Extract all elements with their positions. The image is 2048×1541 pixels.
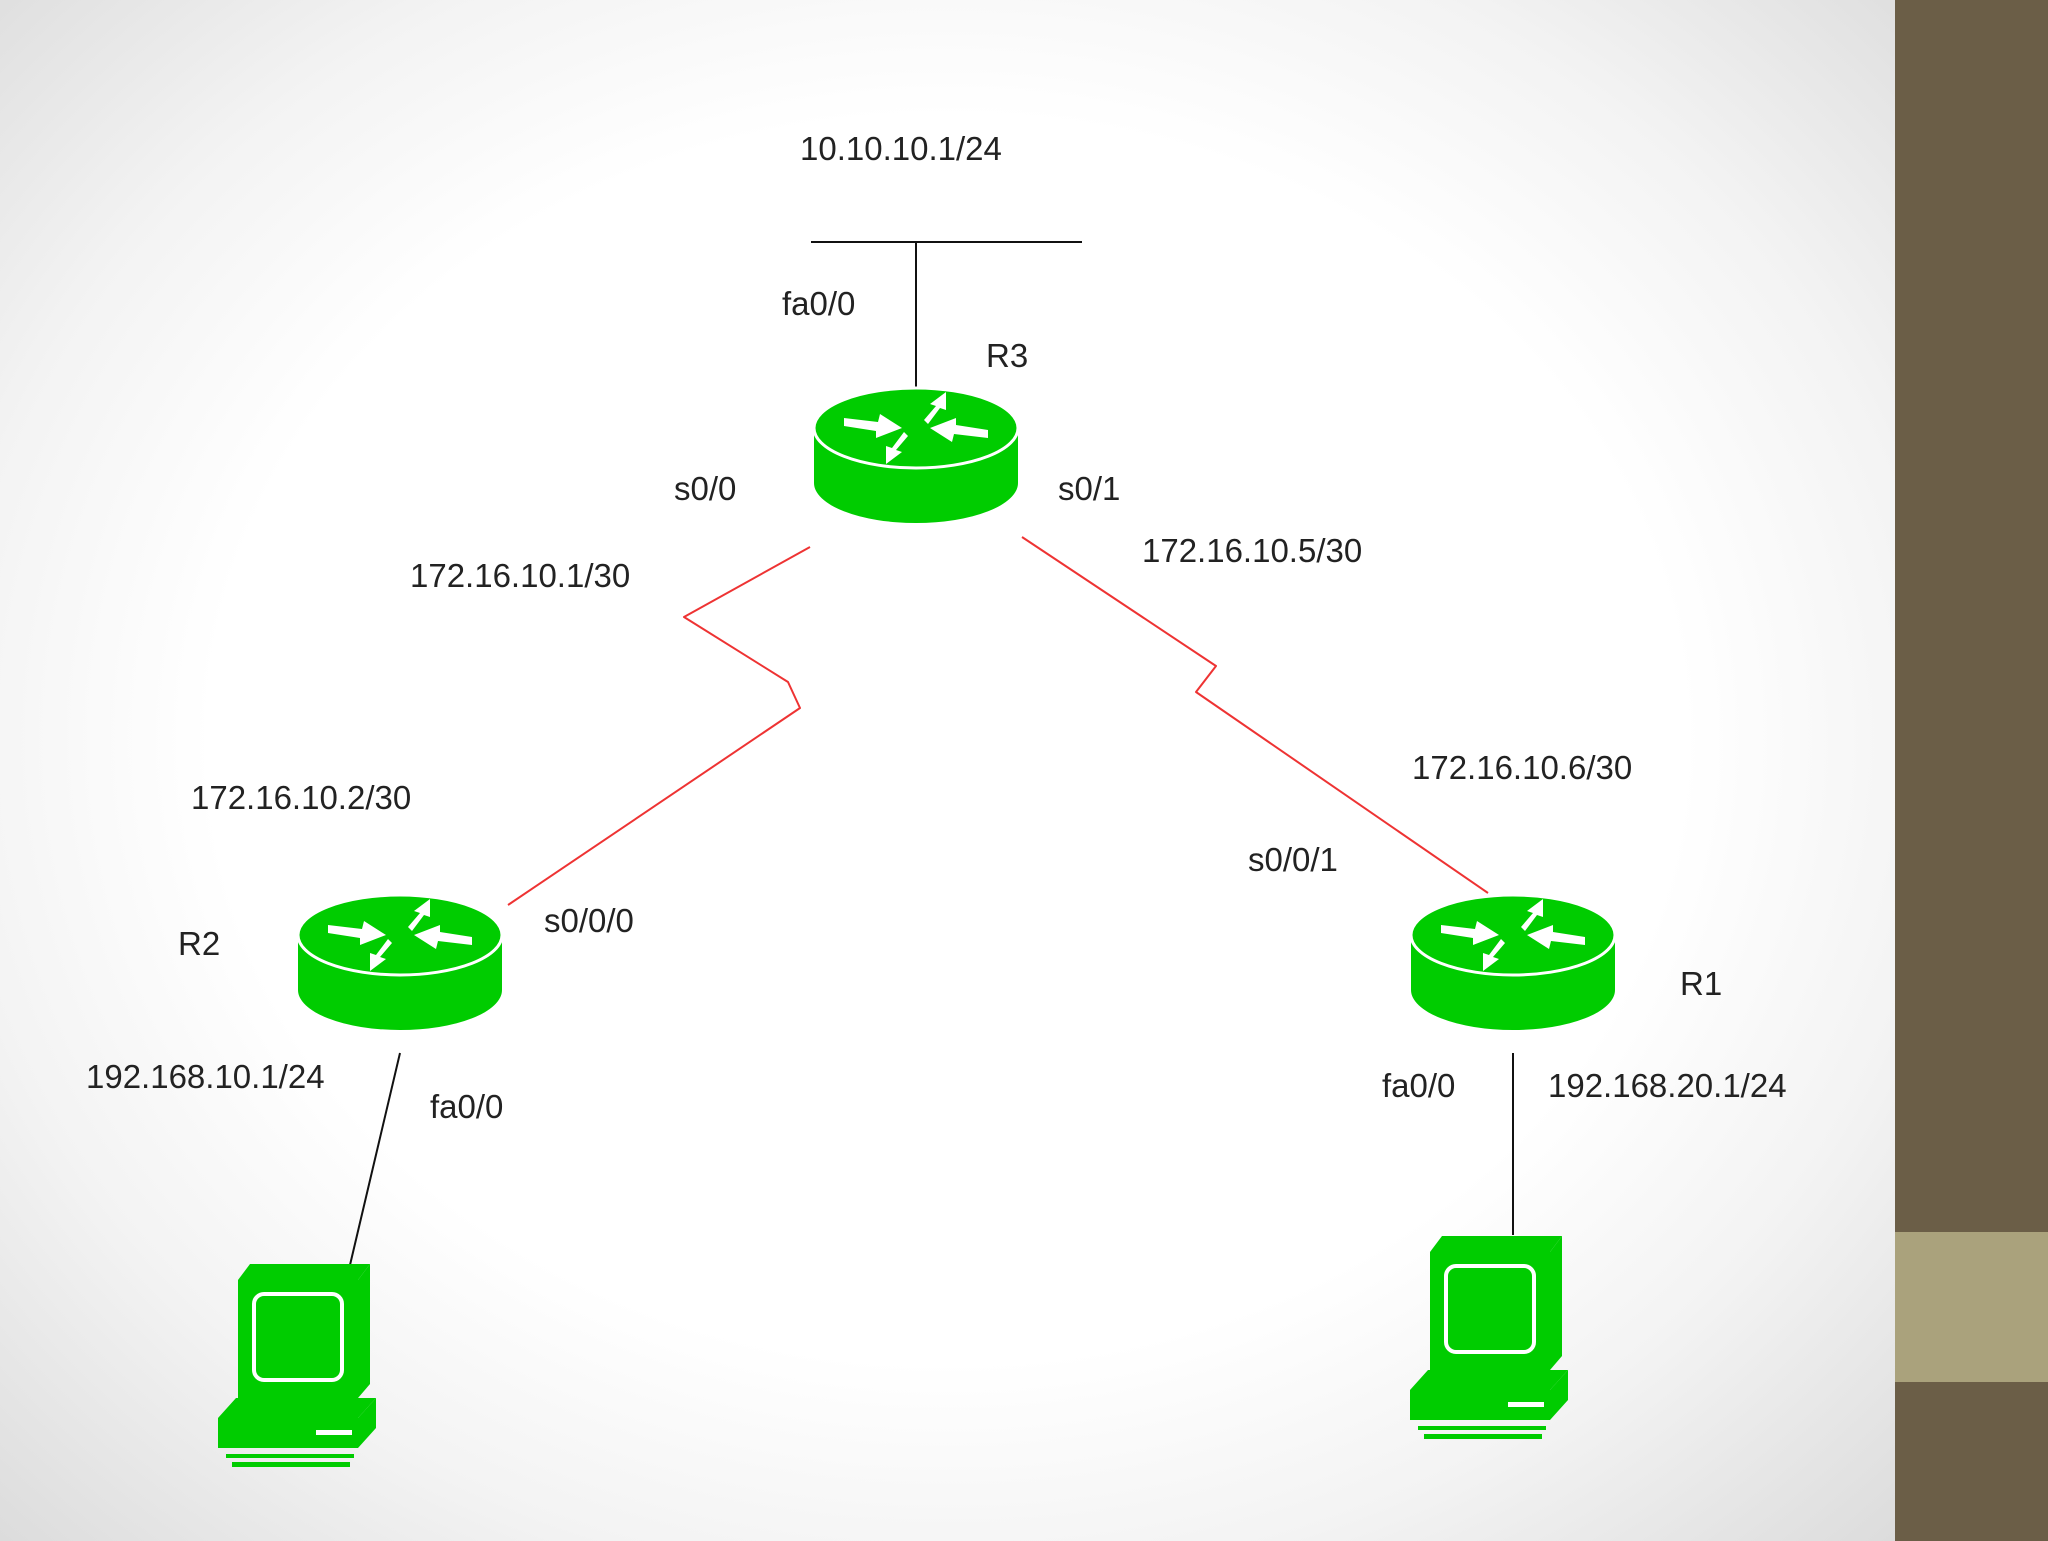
sidebar-accent-bar — [1895, 1232, 2048, 1382]
router-icon — [1409, 893, 1617, 1032]
r2-serial-ip-label: 172.16.10.2/30 — [191, 779, 411, 816]
router-icon — [812, 386, 1020, 525]
r1-fa-label: fa0/0 — [1382, 1067, 1455, 1104]
r2-serial-if-label: s0/0/0 — [544, 902, 634, 939]
router-icon — [296, 893, 504, 1032]
r3-s01-ip-label: 172.16.10.5/30 — [1142, 532, 1362, 569]
r3-s00-ip-label: 172.16.10.1/30 — [410, 557, 630, 594]
pc-left[interactable] — [216, 1262, 378, 1469]
r2-fa-label: fa0/0 — [430, 1088, 503, 1125]
router-r1[interactable] — [1409, 893, 1617, 1032]
serial-link-r3-r2 — [507, 546, 811, 906]
pc-icon — [216, 1262, 378, 1469]
pc-right[interactable] — [1408, 1234, 1570, 1441]
slide-canvas: 10.10.10.1/24 fa0/0 R3 s0/0 s0/1 172.16.… — [0, 0, 1895, 1541]
r1-serial-if-label: s0/0/1 — [1248, 841, 1338, 878]
r2-name: R2 — [178, 925, 220, 962]
r2-lan-ip-label: 192.168.10.1/24 — [86, 1058, 325, 1095]
r1-lan-ip-label: 192.168.20.1/24 — [1548, 1067, 1787, 1104]
lan-ip-label: 10.10.10.1/24 — [800, 130, 1002, 167]
r3-s00-label: s0/0 — [674, 470, 736, 507]
network-diagram: 10.10.10.1/24 fa0/0 R3 s0/0 s0/1 172.16.… — [86, 130, 1787, 1469]
serial-link-r3-r1 — [1021, 536, 1489, 894]
router-r2[interactable] — [296, 893, 504, 1032]
r3-s01-label: s0/1 — [1058, 470, 1120, 507]
r3-name: R3 — [986, 337, 1028, 374]
slide-sidebar — [1895, 0, 2048, 1541]
r1-name: R1 — [1680, 965, 1722, 1002]
router-r3[interactable] — [812, 386, 1020, 525]
r3-fa-label: fa0/0 — [782, 285, 855, 322]
r1-serial-ip-label: 172.16.10.6/30 — [1412, 749, 1632, 786]
r2-pc-link — [349, 1052, 401, 1266]
pc-icon — [1408, 1234, 1570, 1441]
